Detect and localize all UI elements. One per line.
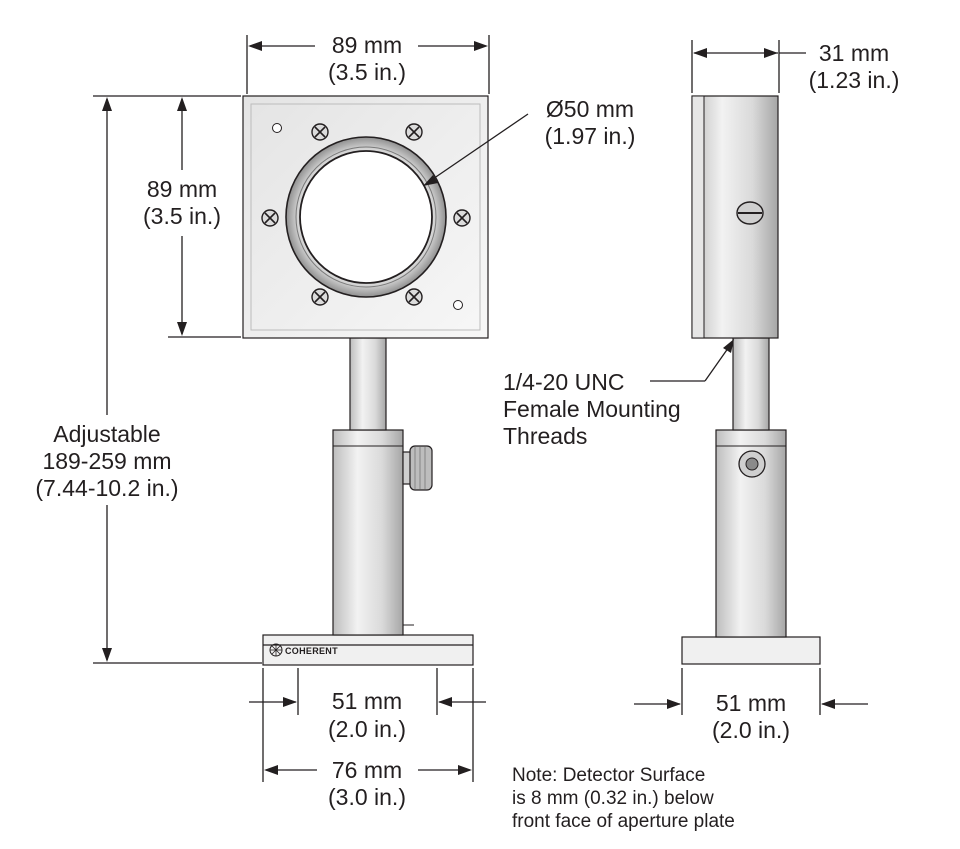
aperture-mm: Ø50 mm xyxy=(546,96,634,122)
base-outer-in: (3.0 in.) xyxy=(328,784,406,810)
front-base xyxy=(262,634,474,666)
front-thumbscrew xyxy=(402,445,433,491)
side-base-mm: 51 mm xyxy=(716,690,786,716)
adjustable-in: (7.44-10.2 in.) xyxy=(35,475,178,501)
thread-callout-line2: Female Mounting xyxy=(503,396,681,422)
coherent-logo-text: COHERENT xyxy=(285,646,338,656)
front-width-mm: 89 mm xyxy=(332,32,402,58)
coherent-logo-icon xyxy=(269,643,283,657)
plate-hole xyxy=(272,123,282,133)
aperture-opening xyxy=(299,150,433,284)
side-base-in: (2.0 in.) xyxy=(712,717,790,743)
side-view xyxy=(681,95,821,665)
front-height-mm: 89 mm xyxy=(147,176,217,202)
side-post xyxy=(732,337,770,431)
front-width-in: (3.5 in.) xyxy=(328,59,406,85)
plate-hole xyxy=(453,300,463,310)
adjustable-label: Adjustable xyxy=(53,421,160,447)
depth-mm: 31 mm xyxy=(819,40,889,66)
side-head xyxy=(691,95,779,339)
base-inner-mm: 51 mm xyxy=(332,688,402,714)
thread-callout-line1: 1/4-20 UNC xyxy=(503,369,624,395)
side-base xyxy=(681,636,821,665)
side-screw-icon xyxy=(736,201,764,225)
dimension-labels: 89 mm (3.5 in.) 89 mm (3.5 in.) Ø50 mm (… xyxy=(35,32,899,832)
base-outer-mm: 76 mm xyxy=(332,757,402,783)
thread-callout-line3: Threads xyxy=(503,423,587,449)
front-view: COHERENT xyxy=(242,95,489,666)
adjustable-mm: 189-259 mm xyxy=(42,448,171,474)
front-height-in: (3.5 in.) xyxy=(143,203,221,229)
front-post xyxy=(349,337,387,431)
front-post-holder xyxy=(332,429,404,636)
note-line3: front face of aperture plate xyxy=(512,811,735,832)
note-line1: Note: Detector Surface xyxy=(512,765,705,786)
dimension-lines xyxy=(93,35,868,782)
depth-in: (1.23 in.) xyxy=(809,67,900,93)
base-inner-in: (2.0 in.) xyxy=(328,716,406,742)
mounting-screws xyxy=(261,123,471,306)
note-line2: is 8 mm (0.32 in.) below xyxy=(512,788,714,809)
aperture-in: (1.97 in.) xyxy=(545,123,636,149)
